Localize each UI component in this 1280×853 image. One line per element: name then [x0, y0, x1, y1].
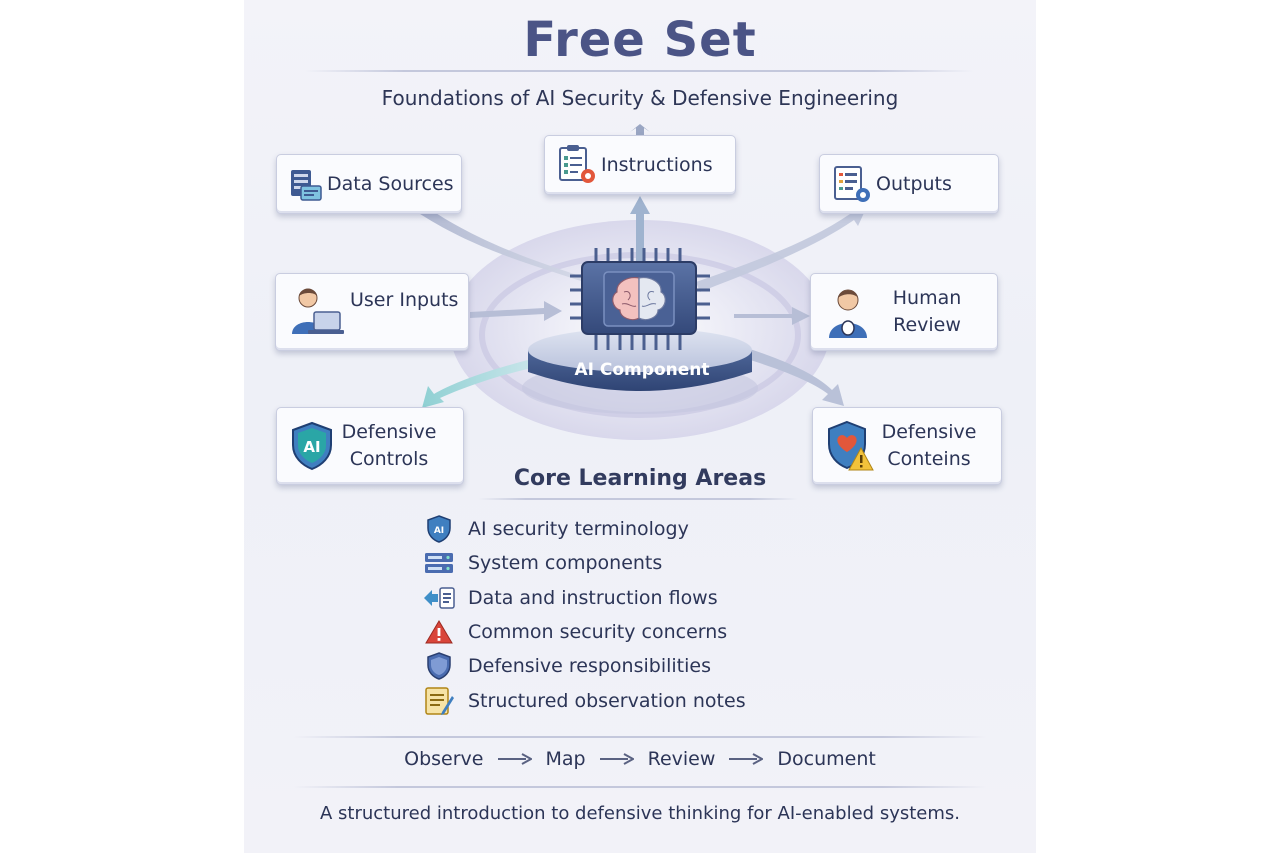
svg-text:AI: AI — [434, 526, 444, 536]
arrow-defensive-concerns — [730, 344, 844, 406]
node-label: Defensive Conteins — [879, 419, 979, 473]
warning-icon — [422, 619, 456, 645]
ai-component-label: AI Component — [574, 360, 710, 380]
reviewer-icon — [829, 289, 867, 338]
shield-icon — [422, 652, 456, 681]
server-icon — [422, 551, 456, 575]
arrow-right-icon — [497, 753, 532, 765]
process-step: Review — [647, 748, 716, 770]
database-files-icon — [291, 170, 322, 201]
node-label-line: Defensive — [341, 421, 437, 443]
page-title: Free Set — [523, 12, 757, 68]
list-item: Structured observation notes — [422, 683, 746, 717]
arrow-instructions — [630, 196, 650, 262]
flow-icon — [422, 584, 456, 612]
report-gear-icon — [834, 166, 870, 202]
list-item: Data and instruction flows — [422, 581, 746, 615]
list-item-text: Defensive responsibilities — [468, 655, 711, 678]
flow-diagram — [414, 124, 868, 440]
process-bottom-divider — [294, 786, 986, 788]
node-label-line: Review — [893, 314, 961, 336]
list-item-text: Data and instruction flows — [468, 586, 718, 609]
list-item: System components — [422, 546, 746, 580]
node-instructions: Instructions — [544, 135, 736, 195]
infographic-panel: Free Set Foundations of AI Security & De… — [244, 0, 1036, 853]
node-defensive-concerns: Defensive Conteins — [812, 407, 1002, 485]
arrow-top — [630, 124, 650, 136]
title-divider — [304, 70, 974, 72]
list-item: AI AI security terminology — [422, 512, 746, 546]
node-defensive-controls: AI Defensive Controls — [276, 407, 464, 485]
node-label: User Inputs — [350, 288, 459, 311]
core-learning-title: Core Learning Areas — [513, 466, 767, 491]
node-label-line: Defensive — [881, 421, 977, 443]
node-label-line: Controls — [349, 448, 429, 470]
node-label: Outputs — [876, 172, 952, 195]
process-step: Map — [545, 748, 586, 770]
disc-top — [528, 328, 752, 372]
ai-shield-icon: AI — [292, 421, 332, 471]
list-item-text: AI security terminology — [468, 518, 689, 541]
list-item: Common security concerns — [422, 615, 746, 649]
arrow-data-sources — [414, 204, 604, 292]
node-human-review: Human Review — [810, 273, 998, 351]
notes-icon — [422, 686, 456, 716]
node-data-sources: Data Sources — [276, 154, 462, 214]
page-subtitle: Foundations of AI Security & Defensive E… — [381, 86, 899, 110]
list-item-text: Common security concerns — [468, 621, 728, 644]
arrow-right-icon — [599, 753, 634, 765]
arrow-defensive-controls — [422, 356, 550, 408]
footer-tagline: A structured introduction to defensive t… — [319, 803, 960, 824]
arrow-user-inputs — [470, 301, 562, 321]
process-step: Observe — [404, 748, 484, 770]
shield-badge-text: AI — [303, 438, 320, 456]
core-learning-list: AI AI security terminology System compon… — [422, 512, 746, 718]
node-label: Instructions — [601, 153, 713, 176]
user-laptop-icon — [292, 288, 344, 334]
checklist-gear-icon — [559, 145, 595, 183]
core-divider — [478, 498, 798, 500]
arrow-outputs — [696, 204, 868, 292]
arrow-human-review — [734, 307, 810, 325]
brain-icon — [612, 277, 666, 321]
node-label: Human Review — [877, 285, 977, 339]
list-item-text: Structured observation notes — [468, 689, 746, 712]
list-item-text: System components — [468, 552, 663, 575]
process-top-divider — [294, 736, 986, 738]
node-label-line: Conteins — [887, 448, 971, 470]
shield-warning-icon — [828, 420, 874, 471]
process-step: Document — [777, 748, 876, 770]
node-user-inputs: User Inputs — [275, 273, 469, 351]
list-item: Defensive responsibilities — [422, 649, 746, 683]
arrow-right-icon — [729, 753, 764, 765]
chip-pins — [570, 248, 710, 350]
node-label-line: Human — [892, 287, 962, 309]
node-outputs: Outputs — [819, 154, 999, 214]
node-label: Data Sources — [327, 172, 454, 195]
process-steps: Observe Map Review Document — [244, 748, 1036, 770]
node-label: Defensive Controls — [339, 419, 439, 473]
ai-shield-icon: AI — [422, 515, 456, 543]
